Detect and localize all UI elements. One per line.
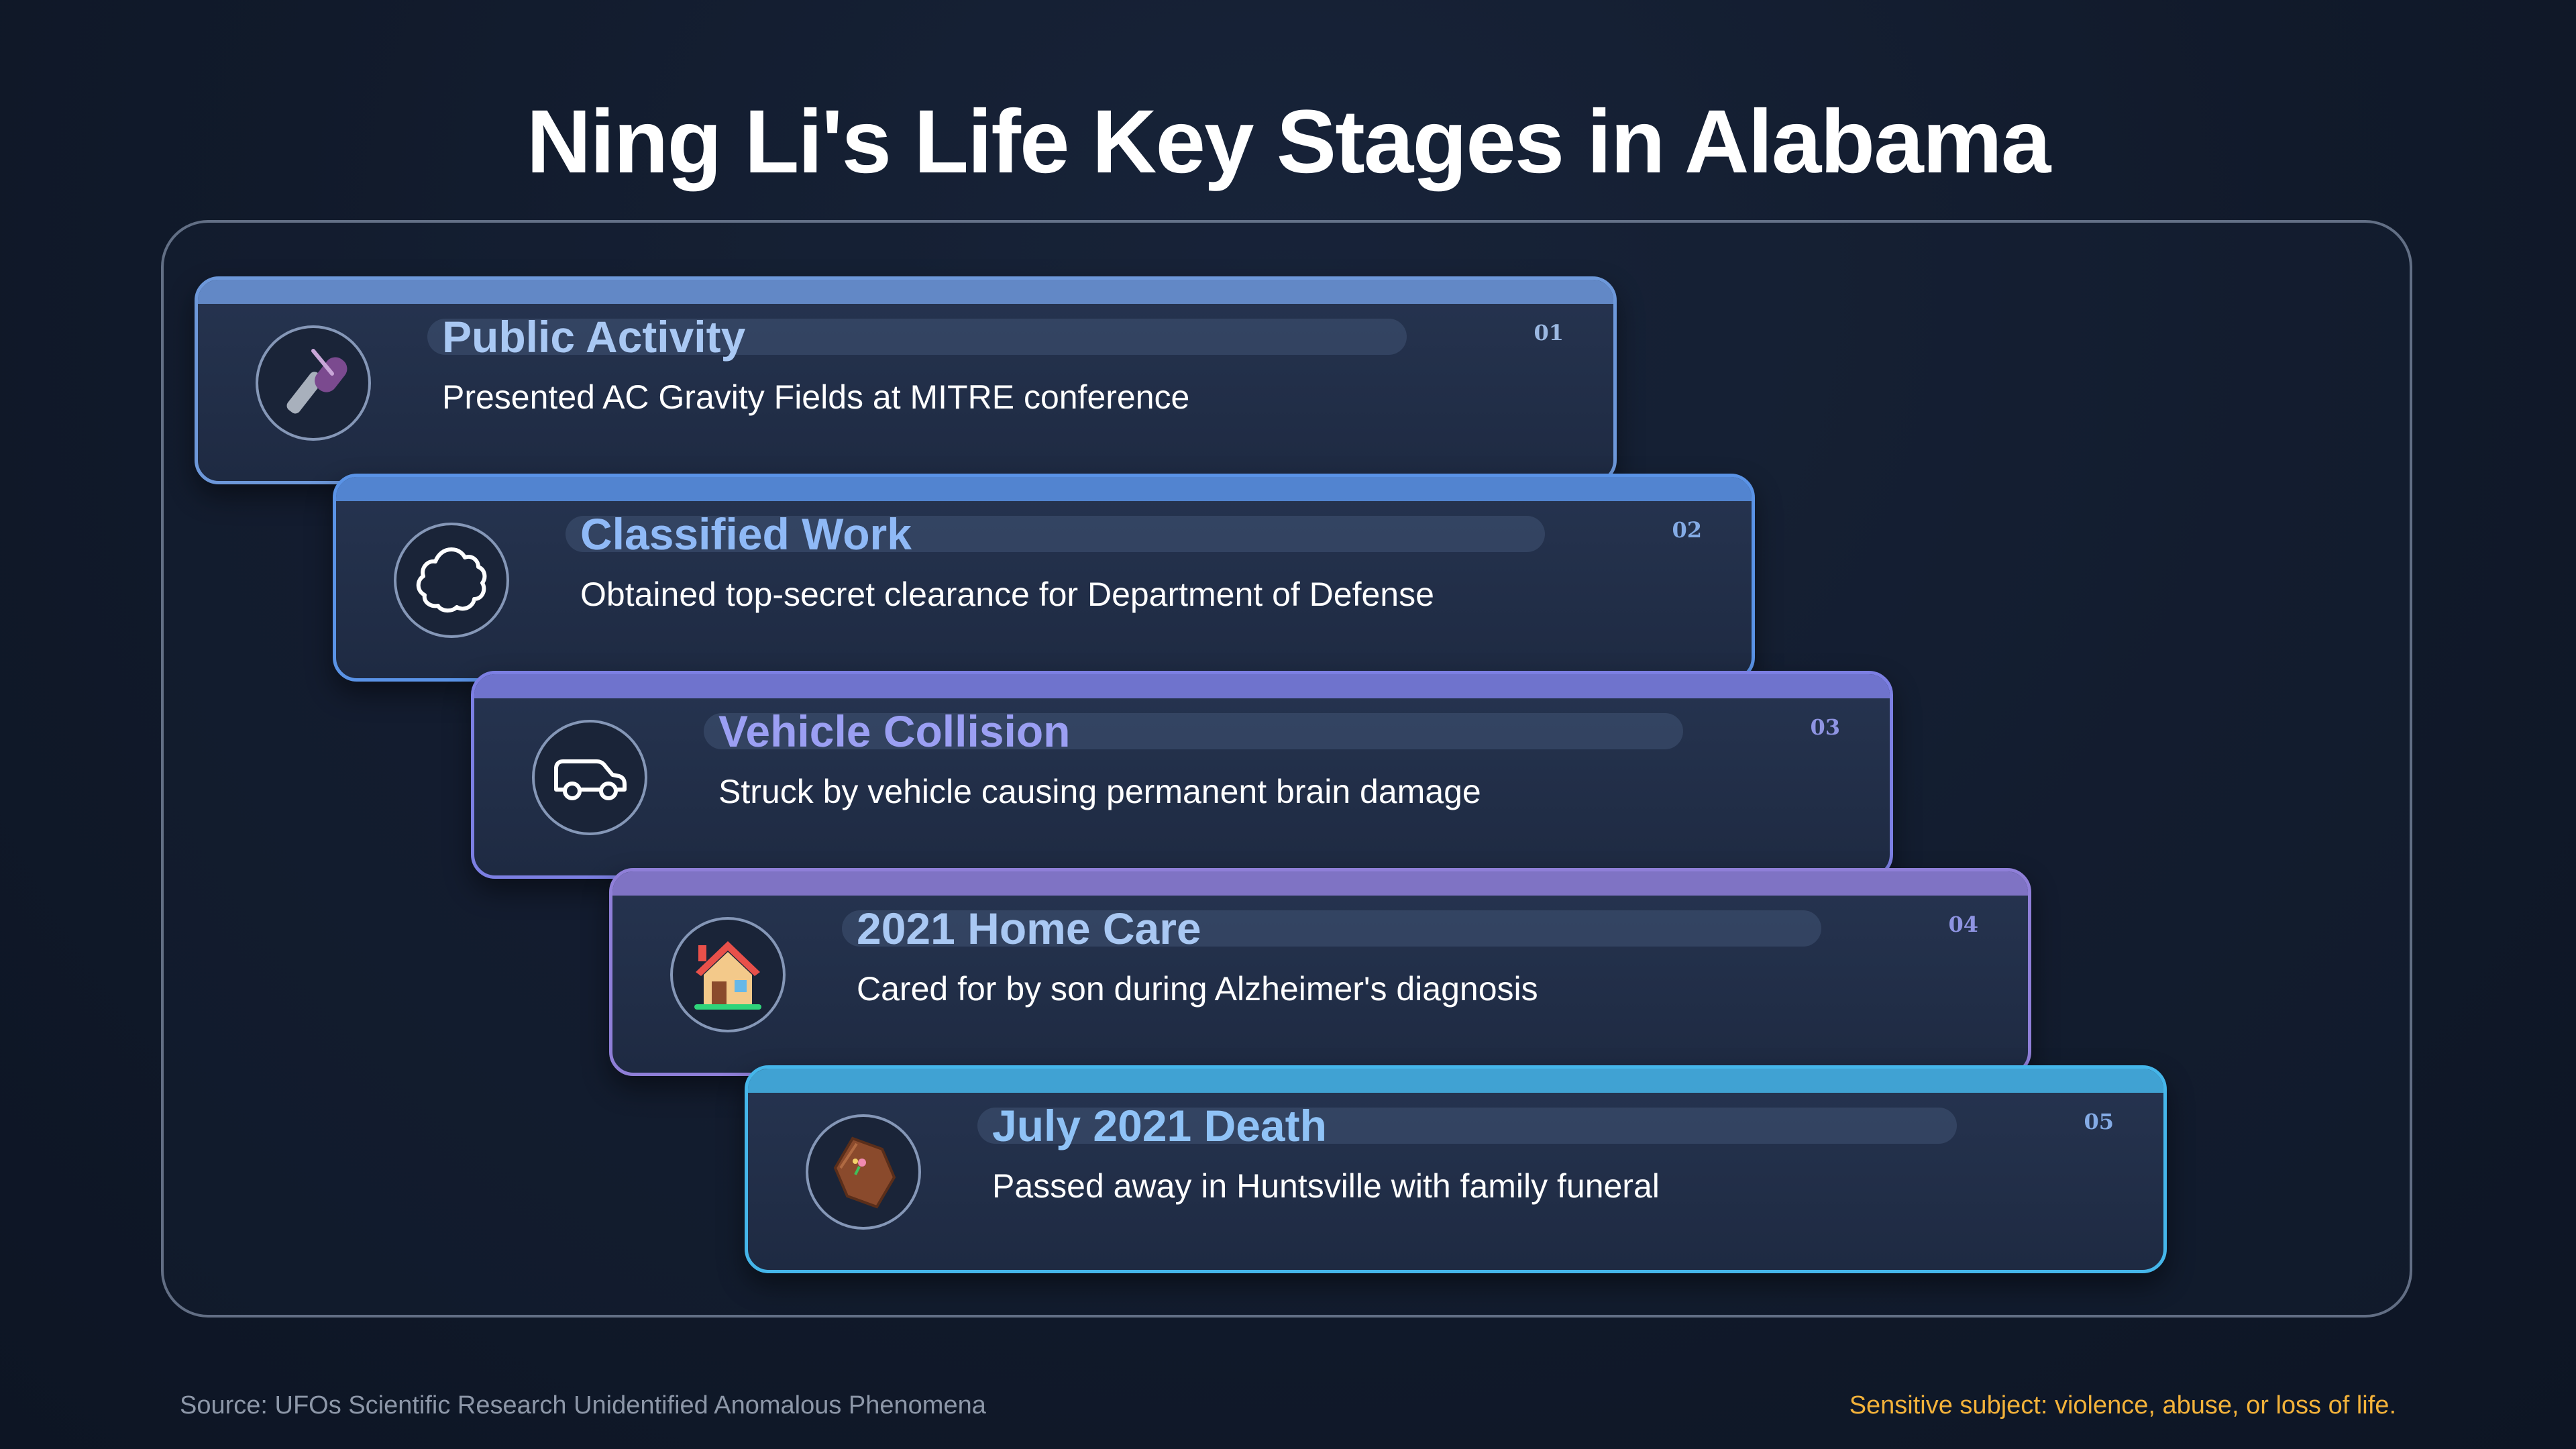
stage-heading-highlight — [977, 1108, 1957, 1144]
coffin-icon — [806, 1114, 921, 1230]
source-note: Source: UFOs Scientific Research Unident… — [180, 1391, 986, 1419]
stage-number: 01 — [1534, 320, 1564, 345]
stage-heading-highlight — [842, 910, 1821, 947]
stage-title: Public Activity — [442, 312, 746, 362]
page-title: Ning Li's Life Key Stages in Alabama — [526, 92, 2051, 192]
stage-card-accent-bar — [612, 871, 2028, 896]
stage-description: Passed away in Huntsville with family fu… — [992, 1167, 1660, 1205]
stage-description: Struck by vehicle causing permanent brai… — [718, 773, 1481, 810]
stage-card-accent-bar — [198, 280, 1613, 304]
stage-card-accent-bar — [336, 477, 1752, 501]
sensitive-warning: Sensitive subject: violence, abuse, or l… — [1849, 1391, 2396, 1419]
cloud-icon — [394, 523, 509, 638]
stage-heading-highlight — [427, 319, 1407, 355]
stage-card-home-care: 2021 Home Care Cared for by son during A… — [609, 868, 2031, 1076]
stage-number: 03 — [1810, 714, 1840, 740]
house-icon — [670, 917, 786, 1032]
stage-card-death: July 2021 Death Passed away in Huntsvill… — [745, 1065, 2167, 1273]
stage-card-classified-work: Classified Work Obtained top-secret clea… — [333, 474, 1755, 682]
stage-description: Obtained top-secret clearance for Depart… — [580, 576, 1434, 613]
stage-number: 04 — [1948, 912, 1978, 937]
stage-heading-highlight — [566, 516, 1545, 552]
stage-card-accent-bar — [474, 674, 1890, 698]
stage-number: 02 — [1672, 517, 1702, 543]
stage-heading-highlight — [704, 713, 1683, 749]
stage-card-public-activity: Public Activity Presented AC Gravity Fie… — [195, 276, 1617, 484]
stage-title: Vehicle Collision — [718, 706, 1071, 756]
stage-description: Presented AC Gravity Fields at MITRE con… — [442, 378, 1190, 416]
stage-description: Cared for by son during Alzheimer's diag… — [857, 970, 1538, 1008]
car-icon — [532, 720, 647, 835]
stage-title: 2021 Home Care — [857, 904, 1201, 953]
microphone-icon — [256, 325, 371, 441]
stage-number: 05 — [2084, 1109, 2114, 1134]
stage-card-vehicle-collision: Vehicle Collision Struck by vehicle caus… — [471, 671, 1893, 879]
stage-title: July 2021 Death — [992, 1101, 1327, 1150]
stage-card-accent-bar — [748, 1069, 2163, 1093]
stage-title: Classified Work — [580, 509, 912, 559]
